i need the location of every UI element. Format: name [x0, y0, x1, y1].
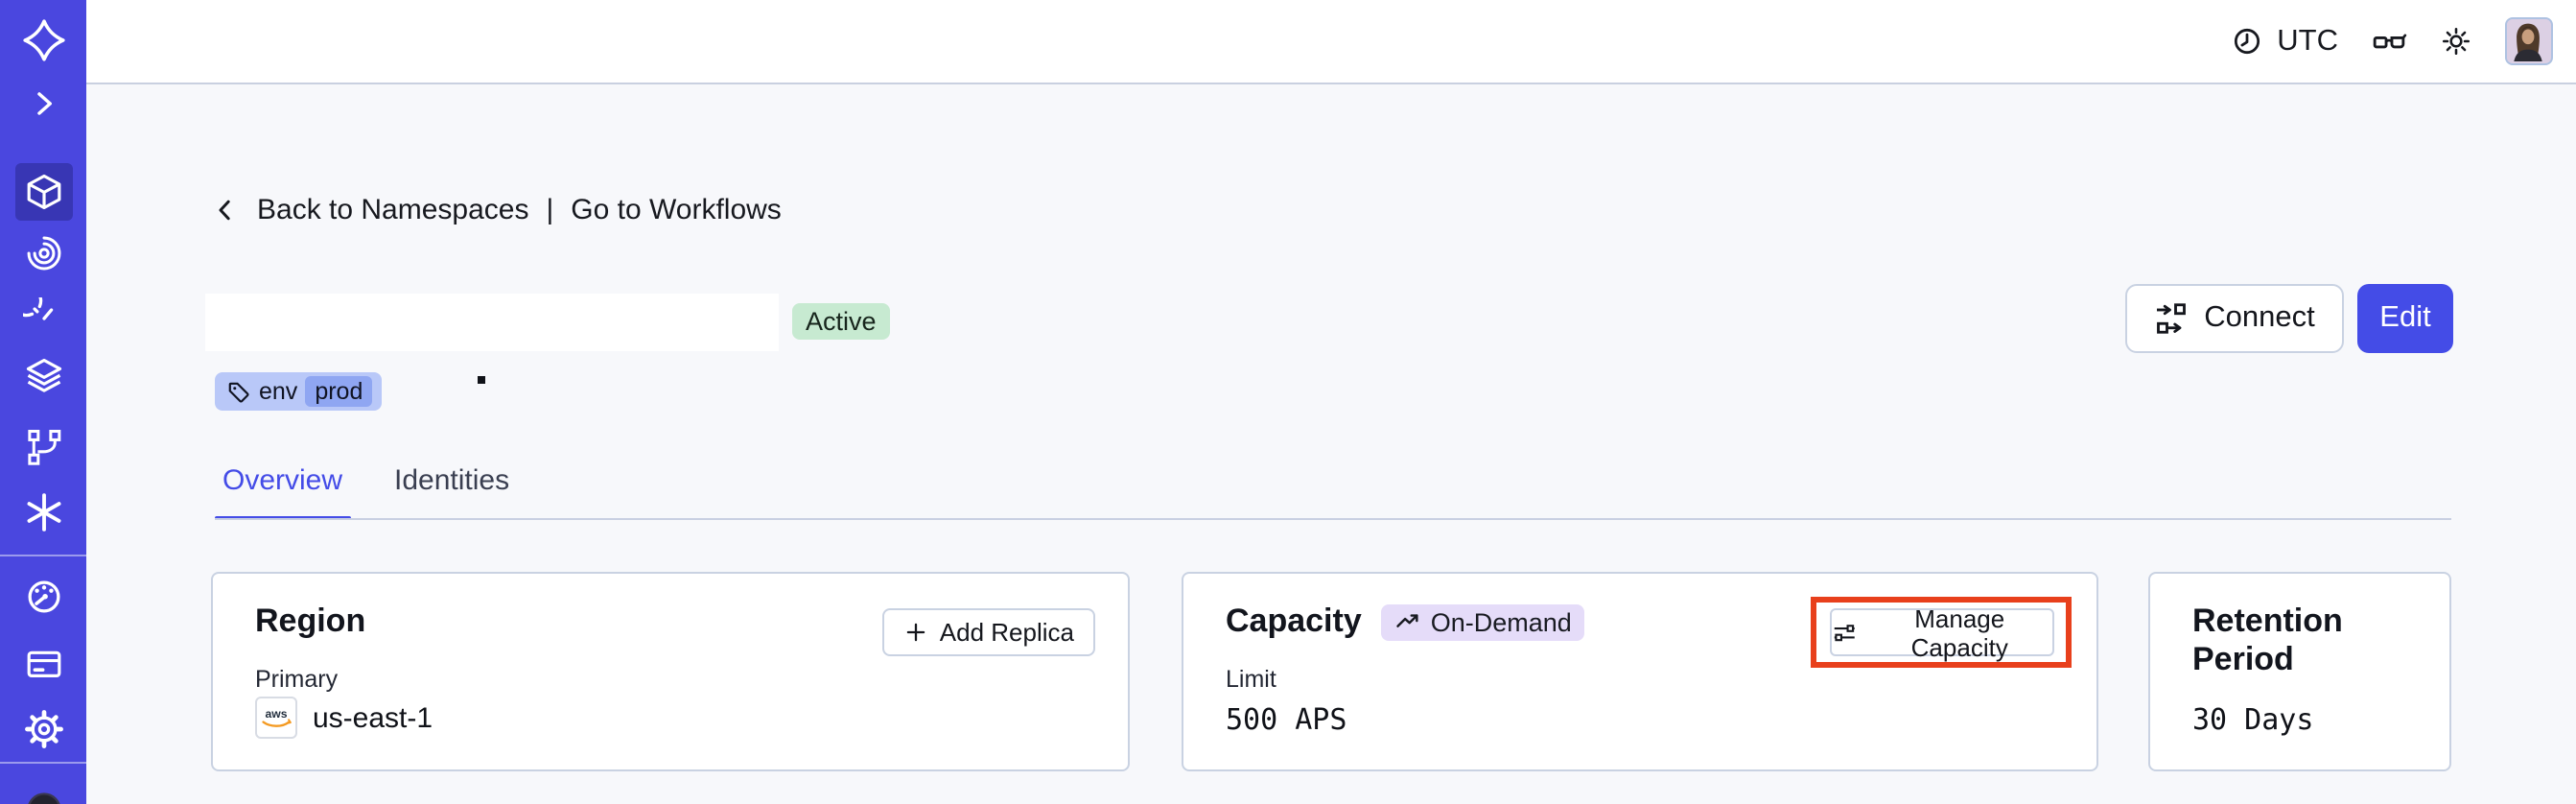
tab-bar-rule	[215, 518, 2451, 520]
sidebar-item-deployments[interactable]	[0, 353, 86, 399]
region-field-label: Primary	[255, 666, 339, 693]
status-badge: Active	[792, 303, 890, 340]
sidebar-divider	[0, 555, 86, 556]
sidebar-item-billing[interactable]	[0, 641, 86, 687]
on-demand-badge: On-Demand	[1380, 603, 1585, 640]
region-card-title: Region	[255, 603, 366, 639]
sidebar-item-settings[interactable]	[0, 706, 86, 752]
region-value-row: aws us-east-1	[255, 697, 433, 739]
tag-key: env	[259, 378, 298, 405]
breadcrumb-separator: |	[546, 194, 554, 226]
tab-overview[interactable]: Overview	[215, 464, 350, 520]
namespace-title-redacted	[205, 294, 779, 351]
plus-icon	[906, 623, 925, 642]
retention-card-title: Retention Period	[2192, 603, 2343, 677]
glasses-icon	[2373, 34, 2407, 49]
capacity-value: 500 APS	[1226, 702, 1347, 737]
manage-capacity-highlight: Manage Capacity	[1811, 597, 2072, 668]
sidebar-item-nexus[interactable]	[0, 489, 86, 535]
profile-circle-icon	[27, 792, 59, 804]
breadcrumb: Back to Namespaces | Go to Workflows	[211, 194, 782, 226]
region-card: Region Add Replica Primary aws us-east-1	[211, 572, 1130, 771]
tab-bar: Overview Identities	[215, 464, 517, 520]
theme-toggle-button[interactable]	[2440, 25, 2472, 58]
labs-toggle-button[interactable]	[2371, 23, 2407, 59]
gauge-icon	[27, 580, 59, 613]
tab-identities[interactable]: Identities	[394, 464, 510, 497]
trending-up-icon	[1396, 614, 1418, 627]
sidebar-expand-chevron-icon[interactable]	[0, 81, 86, 127]
sidebar-item-workflows[interactable]	[0, 230, 86, 276]
timezone-label: UTC	[2277, 24, 2338, 57]
retention-card: Retention Period 30 Days	[2148, 572, 2451, 771]
add-replica-button[interactable]: Add Replica	[881, 608, 1095, 656]
sidebar-divider	[0, 762, 86, 764]
header-actions: UTC	[2231, 0, 2553, 83]
svg-text:aws: aws	[266, 706, 288, 720]
branch-icon	[27, 429, 60, 465]
on-demand-badge-label: On-Demand	[1430, 607, 1572, 636]
back-chevron-icon[interactable]	[211, 196, 240, 225]
sun-icon	[2442, 27, 2471, 56]
tag-value-chip: prod	[305, 376, 373, 407]
gear-icon	[24, 710, 62, 748]
aws-logo-icon: aws	[255, 697, 297, 739]
region-value: us-east-1	[313, 701, 433, 734]
avatar-photo	[2507, 19, 2549, 61]
main-content: Back to Namespaces | Go to Workflows Act…	[86, 84, 2576, 804]
capacity-field-label: Limit	[1226, 666, 1276, 693]
sidebar-item-namespaces[interactable]	[14, 162, 72, 220]
manage-capacity-button[interactable]: Manage Capacity	[1829, 603, 2053, 661]
manage-capacity-label: Manage Capacity	[1910, 603, 2008, 661]
add-replica-label: Add Replica	[939, 618, 1074, 647]
sidebar-item-schedules[interactable]	[0, 296, 86, 342]
clock-icon	[2235, 28, 2260, 55]
breadcrumb-back-link[interactable]: Back to Namespaces	[257, 194, 529, 226]
tag-icon	[228, 381, 249, 402]
temporal-logo-icon[interactable]	[0, 17, 86, 63]
sidebar-nav	[0, 0, 86, 804]
connect-button-label: Connect	[2204, 301, 2315, 334]
user-avatar[interactable]	[2505, 17, 2553, 65]
namespace-tag[interactable]: env prod	[215, 372, 383, 411]
namespace-title-dot	[478, 376, 484, 383]
edit-button[interactable]: Edit	[2357, 284, 2453, 353]
billing-card-icon	[26, 650, 60, 677]
connect-flow-icon	[2157, 303, 2187, 334]
timer-icon	[22, 297, 53, 320]
retention-value: 30 Days	[2192, 702, 2314, 737]
breadcrumb-workflows-link[interactable]: Go to Workflows	[571, 194, 782, 226]
asterisk-icon	[26, 493, 60, 532]
capacity-card: Capacity On-Demand Manage Capacity Limit…	[1182, 572, 2098, 771]
summary-cards: Region Add Replica Primary aws us-east-1	[211, 572, 2451, 771]
sidebar-item-usage[interactable]	[0, 574, 86, 620]
timezone-selector[interactable]: UTC	[2231, 24, 2338, 59]
spiral-icon	[26, 236, 60, 271]
capacity-card-title: Capacity	[1226, 603, 1362, 639]
sidebar-item-pipelines[interactable]	[0, 424, 86, 470]
edit-button-label: Edit	[2379, 301, 2431, 334]
connect-button[interactable]: Connect	[2125, 284, 2344, 353]
layers-icon	[25, 358, 61, 392]
sliders-icon	[1833, 624, 1854, 641]
cube-icon	[26, 173, 60, 209]
top-header: UTC	[86, 0, 2576, 84]
sidebar-item-profile[interactable]	[0, 781, 86, 804]
